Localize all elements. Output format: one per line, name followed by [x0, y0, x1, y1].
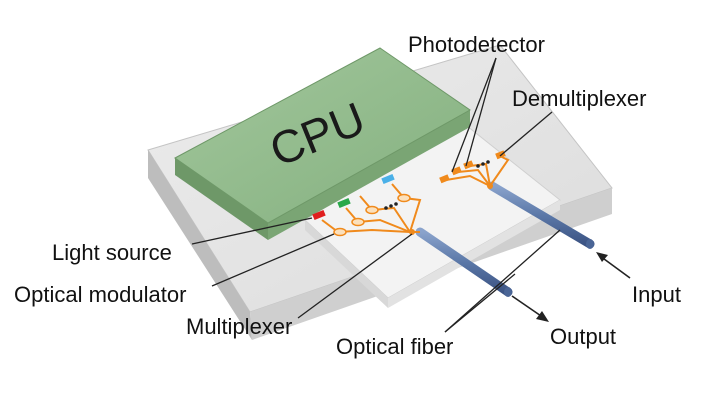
- label-output: Output: [550, 324, 616, 349]
- receiver-circuit: [439, 150, 510, 189]
- transmitter-circuit: [312, 173, 422, 237]
- waveguides-tx: [321, 183, 422, 234]
- label-photodetector: Photodetector: [408, 32, 545, 57]
- label-optical-fiber: Optical fiber: [336, 334, 453, 359]
- optical-modulators: [333, 193, 411, 237]
- input-fiber: [487, 181, 595, 249]
- input-arrow: [596, 252, 631, 279]
- light-source-green: [337, 197, 351, 209]
- output-fiber: [415, 227, 513, 297]
- multiplexer-node: [409, 229, 415, 235]
- leader-lines: [191, 57, 561, 333]
- rx-dots: [476, 160, 490, 168]
- output-arrow: [511, 295, 549, 322]
- label-light-source: Light source: [52, 240, 172, 265]
- label-demultiplexer: Demultiplexer: [512, 86, 647, 111]
- light-source-blue: [381, 173, 395, 185]
- label-optical-modulator: Optical modulator: [14, 282, 186, 307]
- label-input: Input: [632, 282, 681, 307]
- optical-fibers: [415, 181, 595, 297]
- waveguides-rx: [445, 155, 510, 187]
- label-multiplexer: Multiplexer: [186, 314, 292, 339]
- demultiplexer-node: [487, 183, 493, 189]
- tx-dots: [384, 202, 398, 210]
- cpu-chip: CPU: [174, 47, 471, 240]
- light-source-red: [312, 209, 326, 221]
